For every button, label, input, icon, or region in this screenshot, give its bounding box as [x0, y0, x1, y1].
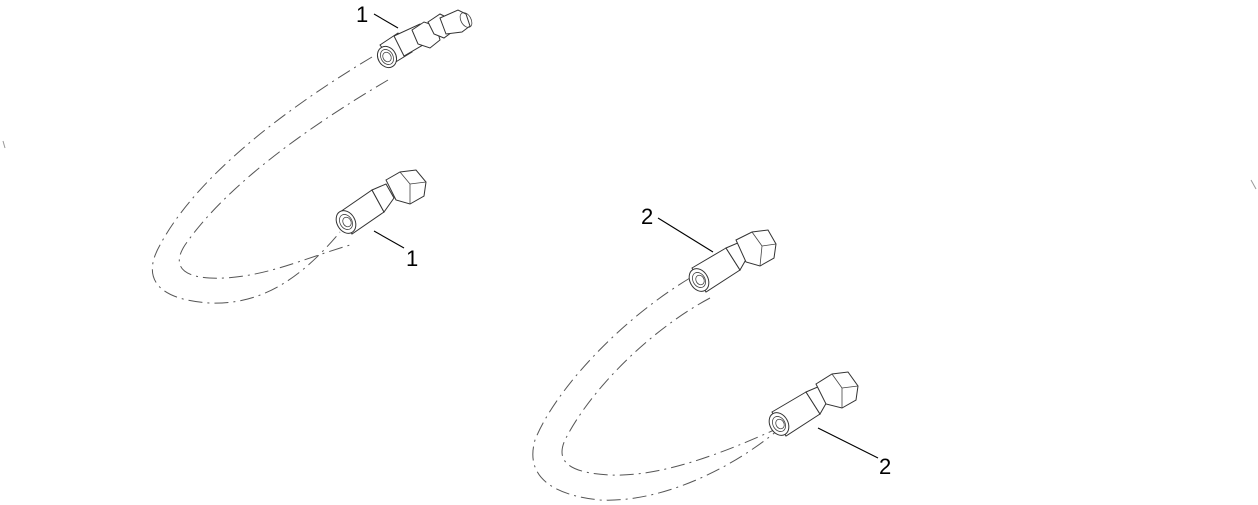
hose-2-inner — [561, 297, 786, 476]
leader-2b — [817, 427, 879, 459]
hose-assembly-1: 1 1 — [151, 2, 473, 304]
bulkhead-fitting-icon — [376, 9, 473, 69]
swivel-nut-fitting-2a-icon — [688, 229, 777, 293]
swivel-nut-fitting-1-icon — [335, 169, 427, 235]
callout-label-2b: 2 — [879, 454, 891, 479]
leader-2a — [657, 217, 714, 253]
hose-1-outer — [151, 56, 373, 304]
hose-2-outer — [532, 277, 779, 501]
hose-assembly-2: 2 2 — [532, 204, 891, 501]
callout-label-1a: 1 — [356, 2, 368, 27]
leader-1a — [373, 13, 399, 29]
swivel-nut-fitting-2b-icon — [768, 371, 859, 437]
hose-1-inner — [178, 79, 389, 279]
callout-label-2a: 2 — [641, 204, 653, 229]
edge-mark-right — [1250, 179, 1257, 190]
edge-mark-left — [2, 140, 6, 149]
leader-1b — [373, 230, 405, 249]
callout-label-1b: 1 — [406, 246, 418, 271]
